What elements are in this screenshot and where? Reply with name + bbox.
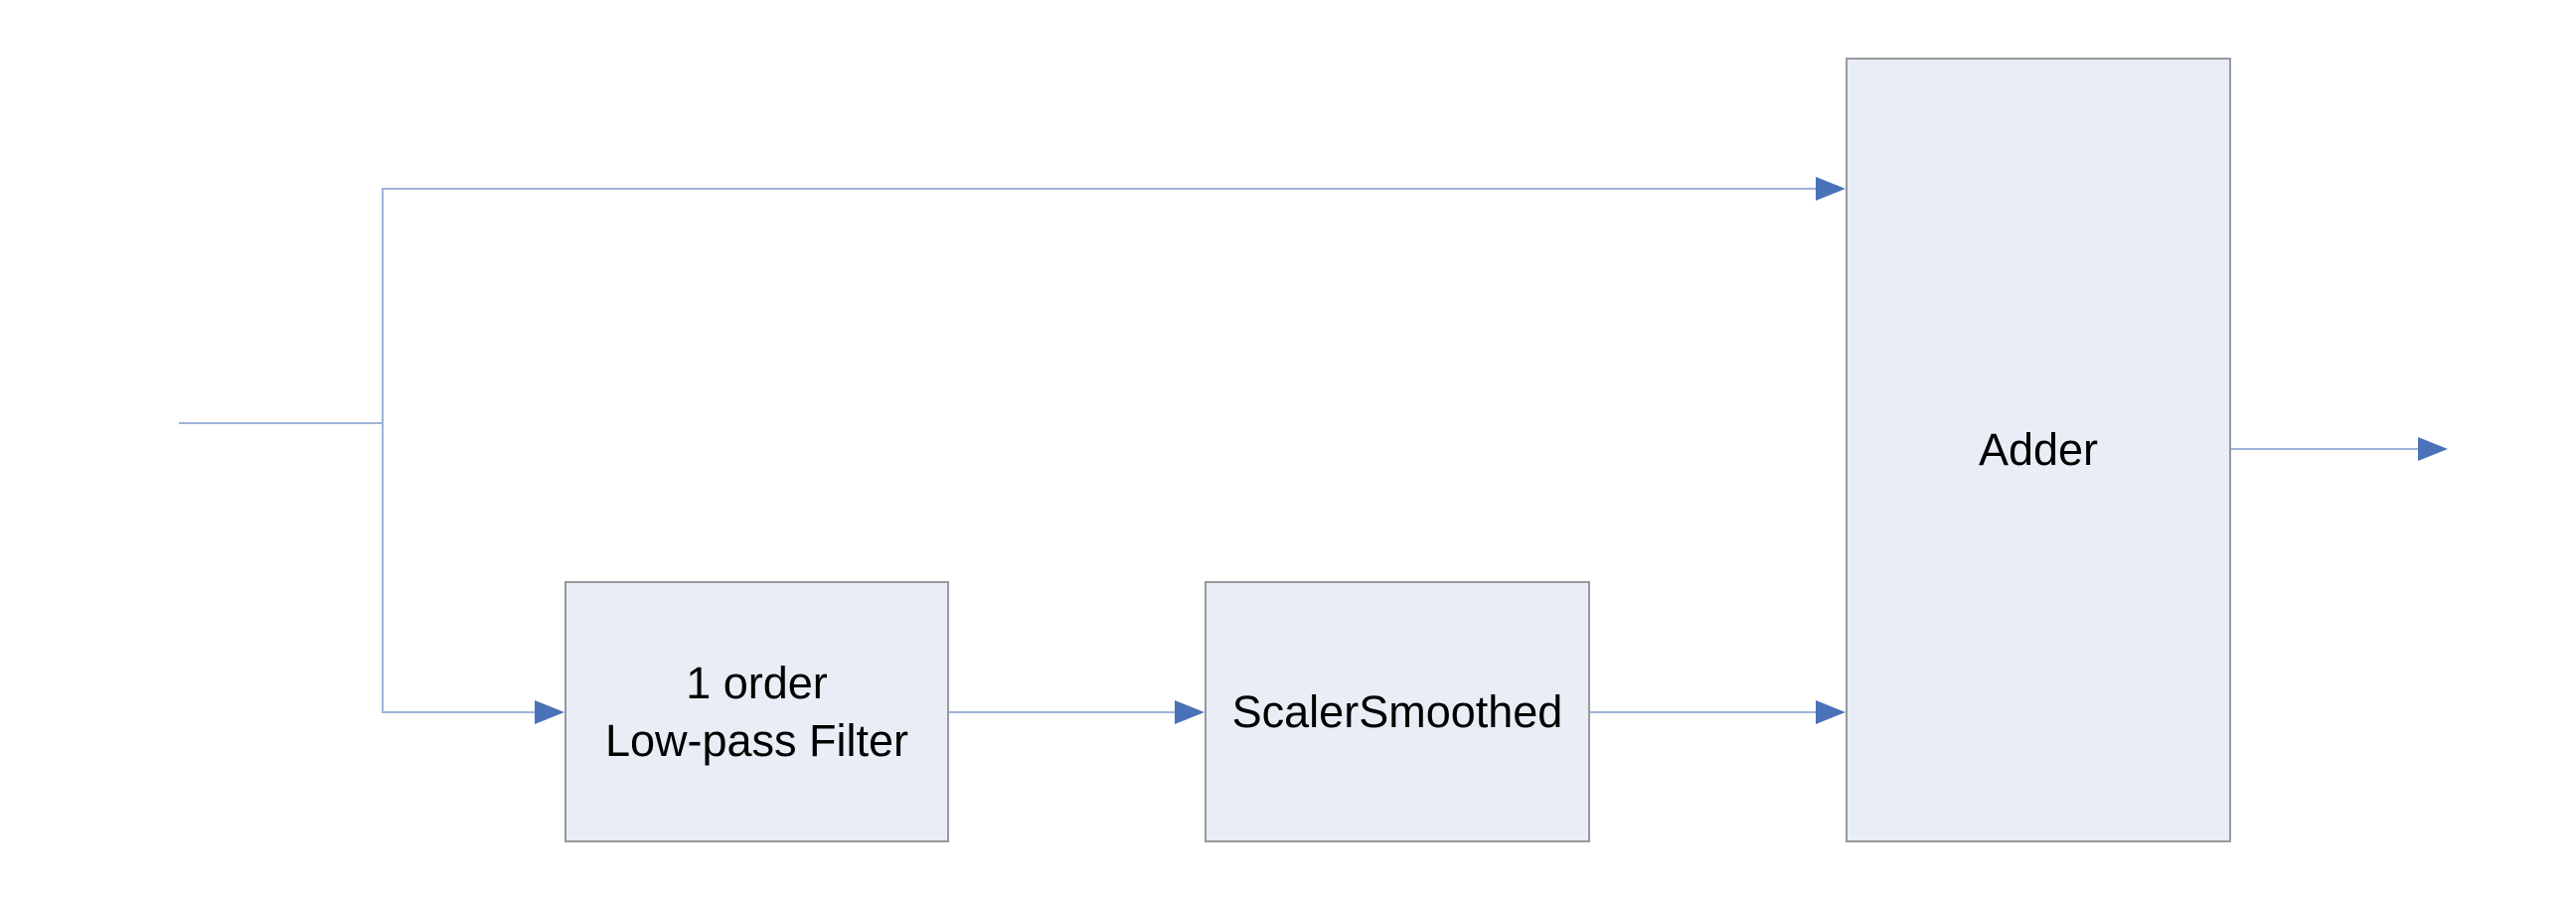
branch-vertical-connector <box>382 188 384 713</box>
bottom-branch-arrowhead-icon <box>535 700 564 724</box>
bottom-branch-connector <box>383 711 535 713</box>
block-scaler-smoothed: ScalerSmoothed <box>1205 581 1590 842</box>
block-adder-label: Adder <box>1978 424 2099 476</box>
scaler-to-adder-arrowhead-icon <box>1816 700 1846 724</box>
filter-to-scaler-arrowhead-icon <box>1175 700 1205 724</box>
filter-to-scaler-connector <box>949 711 1175 713</box>
top-branch-arrowhead-icon <box>1816 177 1846 201</box>
output-connector <box>2231 448 2418 450</box>
block-lowpass-filter: 1 order Low-pass Filter <box>564 581 949 842</box>
input-connector <box>179 422 383 424</box>
block-adder: Adder <box>1846 58 2231 842</box>
block-lowpass-filter-label: 1 order Low-pass Filter <box>604 657 909 766</box>
top-branch-connector <box>383 188 1818 190</box>
block-scaler-smoothed-label: ScalerSmoothed <box>1231 685 1563 737</box>
scaler-to-adder-connector <box>1590 711 1816 713</box>
output-arrowhead-icon <box>2418 437 2448 461</box>
